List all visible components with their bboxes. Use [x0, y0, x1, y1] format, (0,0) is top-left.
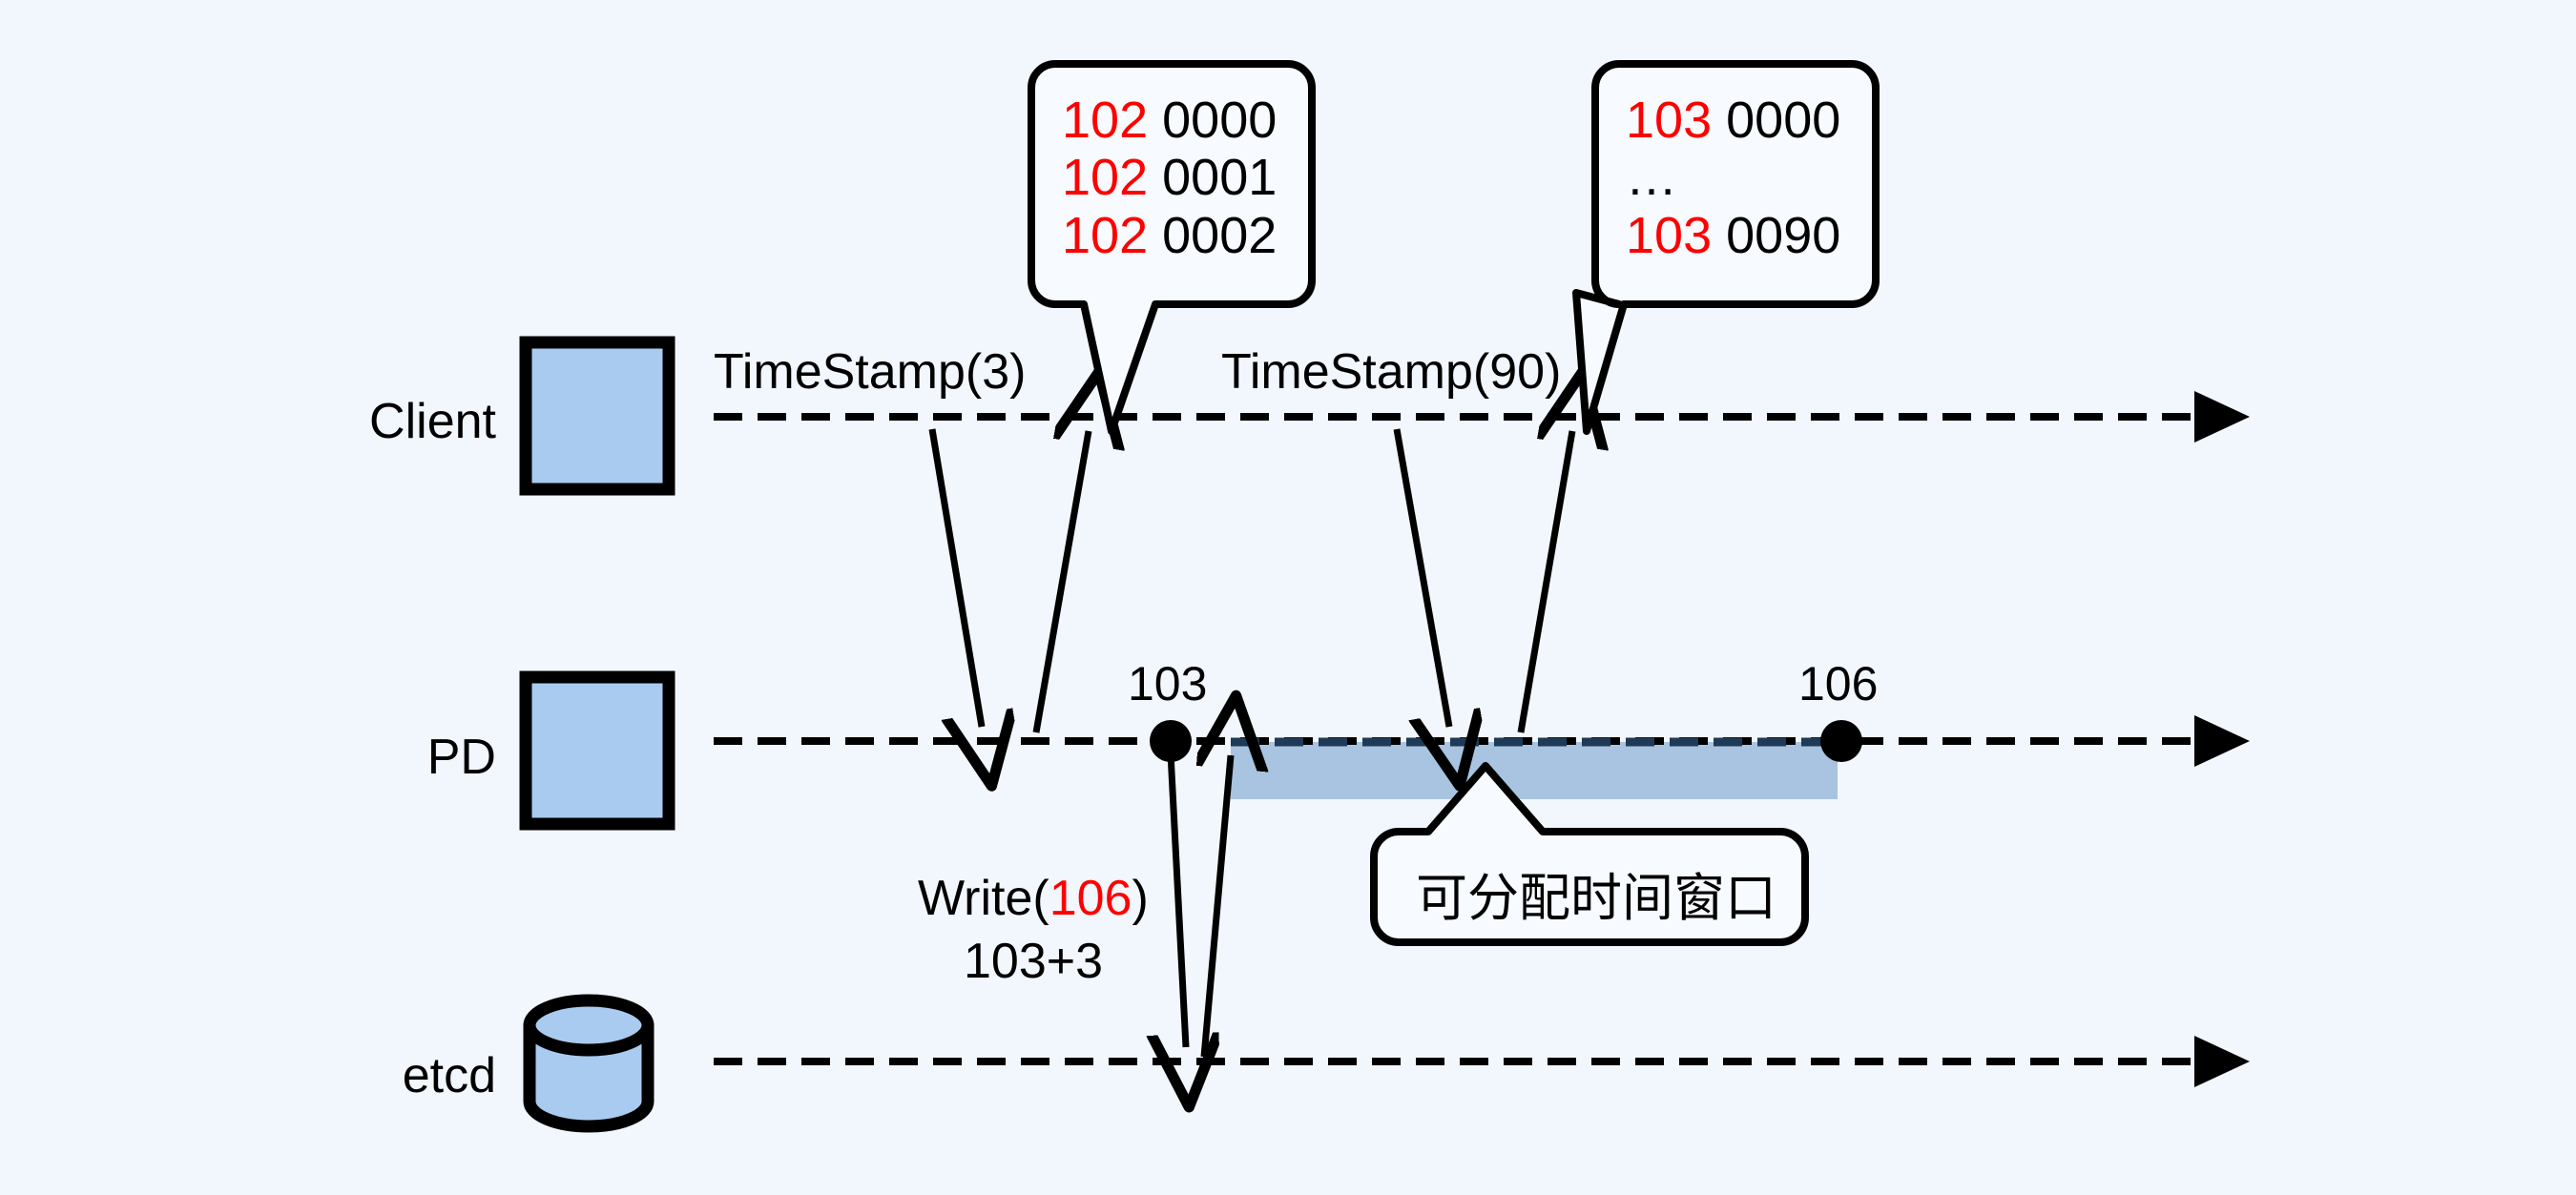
- pd-box-icon: [519, 670, 675, 831]
- bubble-103-rows: 103 0000 … 103 0090: [1626, 92, 1840, 264]
- arrow-ts3-response: [1032, 431, 1089, 733]
- flow-label-timestamp-3: TimeStamp(3): [714, 344, 1027, 400]
- timeline-pd: [714, 715, 2250, 767]
- allocatable-window-band: [1231, 742, 1838, 799]
- write-prefix: Write(: [918, 871, 1049, 926]
- bubble-103-row-0-suffix: 0000: [1726, 92, 1841, 149]
- flow-label-timestamp-90: TimeStamp(90): [1221, 344, 1562, 400]
- bubble-102-row-0-suffix: 0000: [1162, 92, 1278, 149]
- write-value: 106: [1049, 871, 1132, 926]
- bubble-102-shape: [1028, 60, 1316, 435]
- bubble-103-shape: [1572, 60, 1880, 435]
- bubble-103-row-0: 103 0000: [1626, 92, 1840, 149]
- etcd-database-cylinder-icon: [523, 994, 654, 1133]
- bubble-102-row-2: 102 0002: [1062, 207, 1277, 264]
- bubble-102-rows: 102 0000 102 0001 102 0002: [1062, 92, 1277, 264]
- lane-label-client: Client: [369, 394, 496, 449]
- tick-dot-103: [1150, 720, 1192, 762]
- bubble-103-row-2: 103 0090: [1626, 207, 1840, 264]
- timeline-client: [714, 391, 2250, 443]
- allocatable-window-callout-shape: [1370, 762, 1809, 946]
- bubble-102-row-1: 102 0001: [1062, 149, 1277, 206]
- arrow-ts90-request: [1393, 428, 1449, 727]
- bubble-103-row-2-prefix: 103: [1626, 206, 1713, 264]
- bubble-102-row-2-suffix: 0002: [1162, 206, 1278, 264]
- arrow-write-to-etcd: [1171, 752, 1186, 1047]
- bubble-102-row-1-suffix: 0001: [1162, 149, 1278, 207]
- tick-dot-106: [1820, 720, 1862, 762]
- write-call-label: Write(106): [918, 870, 1149, 927]
- bubble-102-row-1-prefix: 102: [1062, 149, 1149, 207]
- arrow-ts90-response: [1517, 431, 1572, 733]
- tick-label-106: 106: [1798, 657, 1879, 711]
- timeline-etcd: [714, 1036, 2250, 1087]
- lane-label-etcd: etcd: [402, 1048, 496, 1103]
- bubble-103-row-0-prefix: 103: [1626, 92, 1713, 149]
- arrow-ts3-request: [928, 428, 982, 727]
- bubble-102-row-2-prefix: 102: [1062, 206, 1149, 264]
- bubble-103-row-1-prefix: …: [1626, 149, 1677, 207]
- bubble-102-row-0: 102 0000: [1062, 92, 1277, 149]
- bubble-102-row-0-prefix: 102: [1062, 92, 1149, 149]
- arrow-write-ack: [1204, 755, 1231, 1058]
- tick-label-103: 103: [1128, 657, 1208, 711]
- allocatable-window-label: 可分配时间窗口: [1416, 870, 1776, 927]
- bubble-103-row-1: …: [1626, 149, 1840, 206]
- lane-label-pd: PD: [426, 730, 496, 785]
- write-suffix: ): [1132, 871, 1149, 926]
- write-arith-label: 103+3: [964, 934, 1104, 989]
- client-box-icon: [519, 336, 675, 496]
- bubble-103-row-2-suffix: 0090: [1726, 206, 1841, 264]
